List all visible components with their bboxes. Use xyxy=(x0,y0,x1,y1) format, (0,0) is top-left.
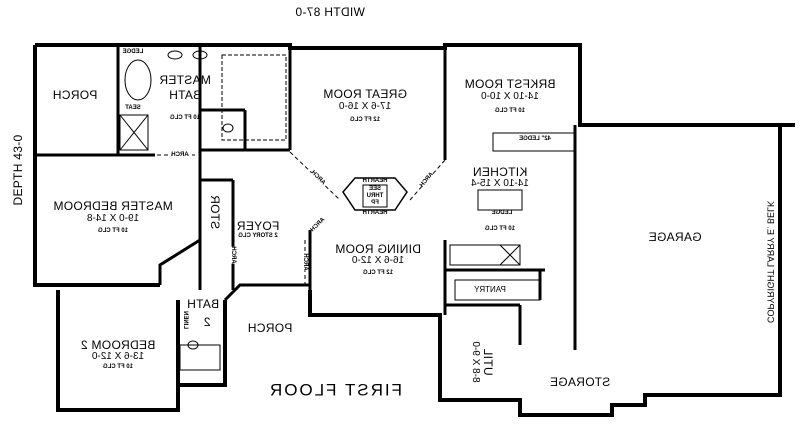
dining-room-dims: 16-6 X 12-0 xyxy=(351,255,405,266)
hearth-top-label: HEARTH xyxy=(362,178,388,184)
master-bath-label: MASTER xyxy=(159,73,211,87)
master-bedroom-dims: 19-0 X 14-8 xyxy=(86,213,140,224)
storage-label: STORAGE xyxy=(549,375,611,389)
kitchen-ledge: LEDGE xyxy=(491,210,513,216)
great-room-dims: 17-6 X 16-0 xyxy=(338,101,392,112)
seat-label: SEAT xyxy=(125,105,141,111)
exterior-walls xyxy=(33,43,795,417)
width-dimension: WIDTH 87-0 xyxy=(295,5,365,19)
great-room-ceiling: 12 FT CLG xyxy=(349,117,381,123)
garage-label: GARAGE xyxy=(648,230,702,244)
master-bath-ceiling: 10 FT CLG xyxy=(169,115,201,121)
fireplace-fp: FP xyxy=(371,200,379,206)
porch-front-label: PORCH xyxy=(247,321,293,335)
bedroom2-dims: 13-6 X 12-0 xyxy=(91,351,145,362)
ledge-label: LEDGE xyxy=(122,49,144,55)
fixtures xyxy=(119,50,576,371)
stor-label: STOR xyxy=(208,194,222,230)
util-dims: 8-8 X 9-0 xyxy=(470,341,481,383)
bedroom2-ceiling: 10 FT CLG xyxy=(102,364,134,370)
copyright-text: COPYRIGHT LARRY E. BELK xyxy=(765,200,776,324)
ledge-42-label: 42" LEDGE xyxy=(519,136,551,142)
pantry-label: PANTRY xyxy=(474,285,506,294)
great-room-label: GREAT ROOM xyxy=(323,87,407,101)
brkfst-room-ceiling: 10 FT CLG xyxy=(494,108,526,114)
depth-dimension: DEPTH 43-0 xyxy=(11,134,25,206)
master-bedroom-ceiling: 10 FT CLG xyxy=(97,228,129,234)
bath2-number: 2 xyxy=(203,315,211,329)
fireplace-thru: THRU xyxy=(366,193,384,199)
arch-label: ARCH xyxy=(171,152,189,158)
kitchen-dims: 14-10 X 15-4 xyxy=(471,178,529,189)
master-bath-label-2: BATH xyxy=(168,88,202,102)
porch-back-label: PORCH xyxy=(52,88,98,102)
linen-label: LINEN xyxy=(182,311,188,329)
brkfst-room-label: BRKFST ROOM xyxy=(464,77,556,91)
dining-room-ceiling: 12 FT CLG xyxy=(362,270,394,276)
bath2-label: BATH xyxy=(186,297,220,311)
bedroom2-label: BEDROOM 2 xyxy=(80,338,156,352)
fireplace-see: SEE xyxy=(368,186,382,192)
foyer-label: FOYER xyxy=(236,219,280,233)
brkfst-room-dims: 14-10 X 10-0 xyxy=(481,91,539,102)
arch-label: ARCH xyxy=(230,246,236,264)
kitchen-label: KITCHEN xyxy=(472,165,528,179)
foyer-ceiling: 2 STORY CLG xyxy=(238,233,278,239)
master-bedroom-label: MASTER BEDROOM xyxy=(53,199,173,213)
hearth-bottom-label: HEARTH xyxy=(362,210,388,216)
util-label: UTIL xyxy=(481,348,495,376)
interior-walls xyxy=(35,45,577,350)
arch-label: ARCH xyxy=(302,253,308,271)
kitchen-ceiling: 10 FT CLG xyxy=(484,226,516,232)
floor-title: FIRST FLOOR xyxy=(267,380,403,400)
dining-room-label: DINING ROOM xyxy=(335,242,421,256)
